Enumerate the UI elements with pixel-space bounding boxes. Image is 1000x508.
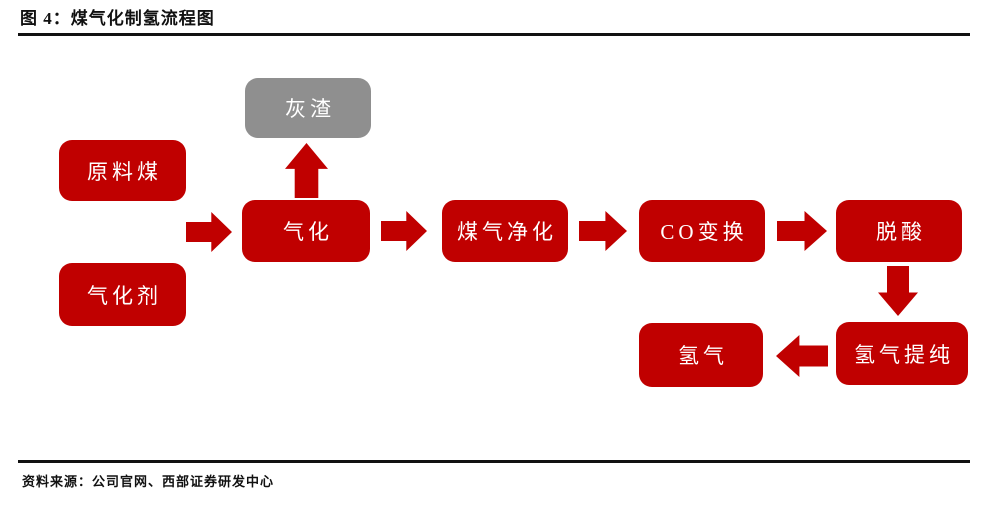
flow-node-ash: 灰渣 (245, 78, 371, 138)
flow-node-gasification: 气化 (242, 200, 370, 262)
flow-node-hydrogen-purification: 氢气提纯 (836, 322, 968, 385)
flow-arrow-gasification-to-gas-purification (381, 211, 427, 251)
flow-arrow-gas-purification-to-co-shift (579, 211, 627, 251)
flow-node-gasifying-agent: 气化剂 (59, 263, 186, 326)
flow-node-raw-coal: 原料煤 (59, 140, 186, 201)
flow-arrow-hydrogen-purification-to-hydrogen (776, 335, 828, 377)
flow-node-gas-purification: 煤气净化 (442, 200, 568, 262)
top-rule (18, 33, 970, 36)
flow-arrow-feed-to-gasification (186, 212, 232, 252)
flow-node-hydrogen: 氢气 (639, 323, 763, 387)
flow-arrow-deacidification-to-hydrogen-purification (878, 266, 918, 316)
flow-arrow-gasification-to-ash (285, 143, 328, 198)
flow-node-deacidification: 脱酸 (836, 200, 962, 262)
flow-arrow-co-shift-to-deacidification (777, 211, 827, 251)
bottom-rule (18, 460, 970, 463)
figure-title: 图 4：煤气化制氢流程图 (20, 9, 215, 28)
figure-source: 资料来源：公司官网、西部证券研发中心 (22, 474, 275, 489)
flow-node-co-shift: CO变换 (639, 200, 765, 262)
